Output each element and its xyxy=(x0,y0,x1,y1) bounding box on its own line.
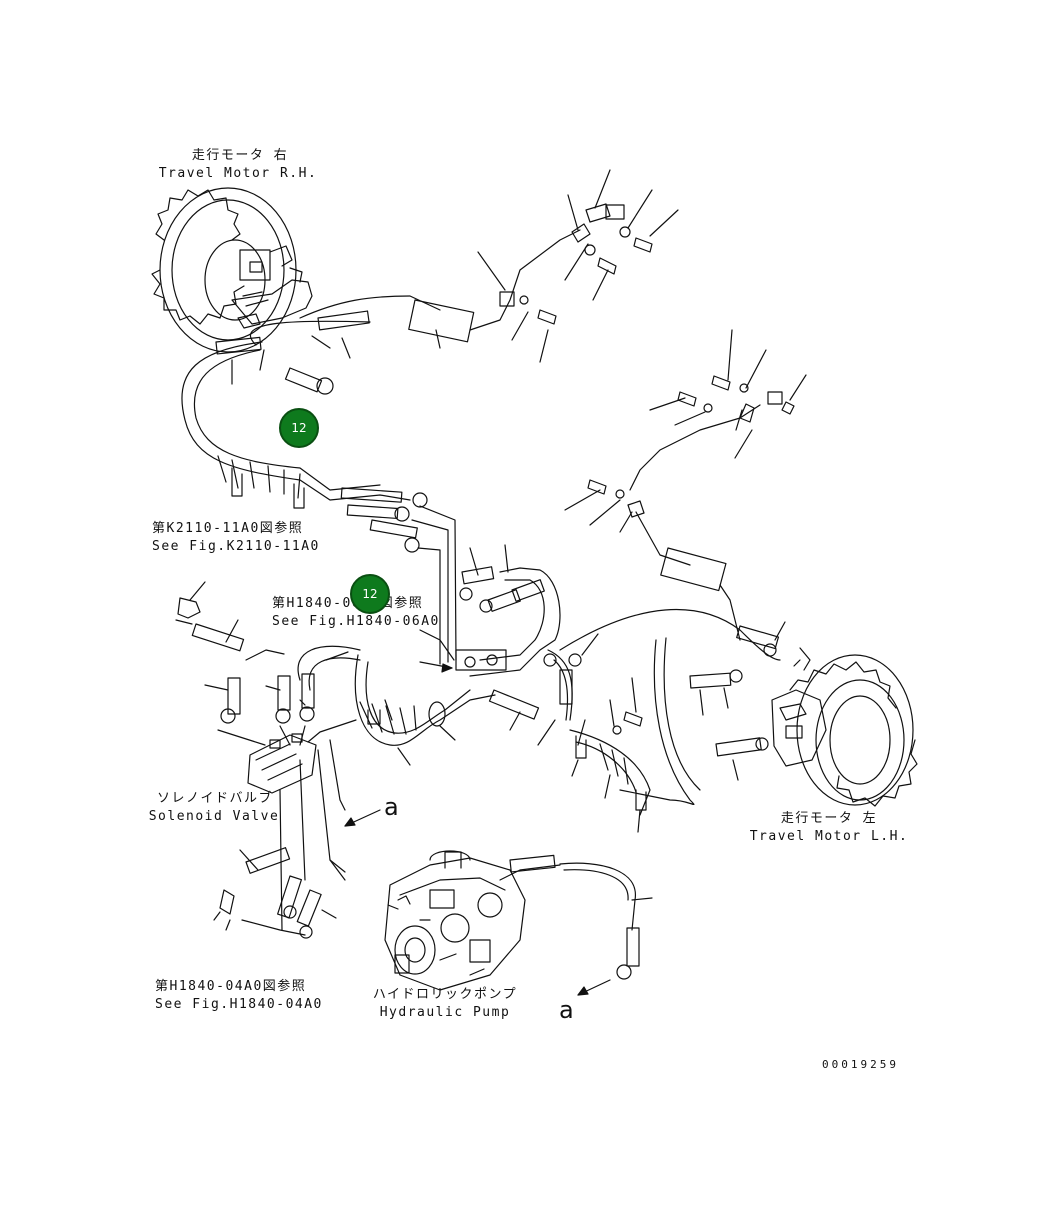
marker-a-solenoid: a xyxy=(384,793,399,821)
solenoid-hoses xyxy=(176,582,495,938)
hydraulic-pump-label-jp: ハイドロリックポンプ xyxy=(372,987,518,1002)
hydraulic-pump-label-en: Hydraulic Pump xyxy=(379,1005,511,1020)
rh-hoses xyxy=(182,311,456,664)
ref-h1840-06-label-jp: 第H1840-06A0図参照 xyxy=(272,596,424,611)
right-wiring xyxy=(565,330,806,640)
travel-motor-lh-drawing xyxy=(772,648,917,806)
ref-h1840-04-label-en: See Fig.H1840-04A0 xyxy=(155,997,323,1012)
marker-a-pump: a xyxy=(559,996,574,1024)
part-callout-12[interactable]: 12 xyxy=(350,574,390,614)
center-hoses xyxy=(420,545,598,745)
part-callout-12[interactable]: 12 xyxy=(279,408,319,448)
top-wiring xyxy=(232,170,678,384)
travel-motor-lh-label-jp: 走行モータ 左 xyxy=(780,811,878,826)
ref-k2110-label-en: See Fig.K2110-11A0 xyxy=(152,539,320,554)
drawing-number: 00019259 xyxy=(822,1058,899,1071)
travel-motor-rh-drawing xyxy=(152,188,312,352)
travel-motor-lh-label-en: Travel Motor L.H. xyxy=(749,829,909,844)
travel-motor-rh-label-jp: 走行モータ 右 xyxy=(191,148,289,163)
a-arrows xyxy=(345,662,610,995)
ref-h1840-06-label-en: See Fig.H1840-06A0 xyxy=(272,614,440,629)
ref-h1840-04-label-jp: 第H1840-04A0図参照 xyxy=(155,979,307,994)
solenoid-valve-label-jp: ソレノイドバルブ xyxy=(156,791,274,806)
ref-k2110-label-jp: 第K2110-11A0図参照 xyxy=(152,521,304,536)
hydraulic-pump-drawing xyxy=(385,851,652,990)
travel-motor-rh-label-en: Travel Motor R.H. xyxy=(158,166,318,181)
lh-hoses xyxy=(560,610,785,832)
solenoid-valve-label-en: Solenoid Valve xyxy=(148,809,280,824)
